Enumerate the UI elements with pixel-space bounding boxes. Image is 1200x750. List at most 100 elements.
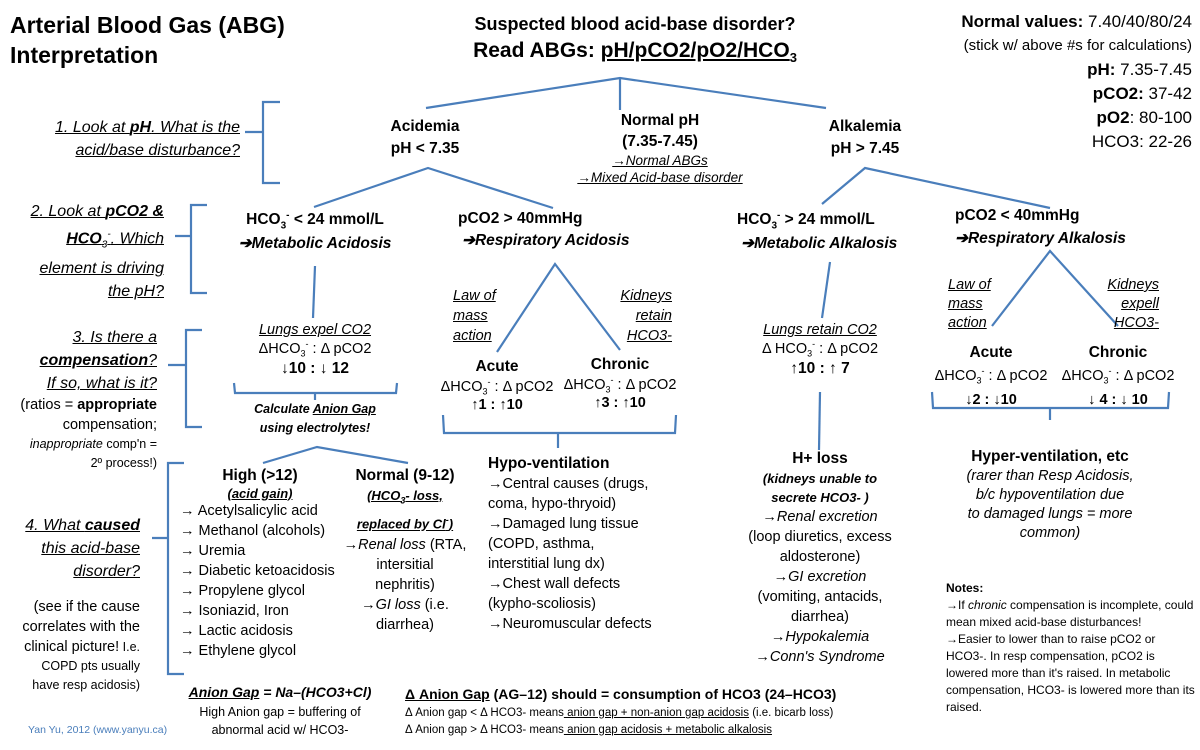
t: common) — [1019, 524, 1081, 541]
t: Law of — [948, 277, 991, 293]
list-item: → Lactic acidosis — [180, 623, 293, 640]
t: Δ Anion gap < Δ HCO3- means anion gap + … — [405, 705, 925, 722]
t: (RTA, — [425, 536, 467, 553]
step-1-line-2: acid/base disturbance? — [75, 142, 240, 159]
t: Kidneys — [620, 288, 672, 304]
t: Chronic — [1088, 344, 1148, 361]
header-question: Suspected blood acid-base disorder? — [474, 14, 796, 34]
t: pH — [129, 119, 152, 136]
range-ph: pH: 7.35-7.45 — [892, 58, 1192, 82]
t: Lungs expel CO2 — [258, 322, 372, 338]
t: (rarer than Resp Acidosis, — [966, 467, 1134, 484]
t: →GI loss (i.e. — [340, 595, 470, 615]
t: →Mixed Acid-base disorder — [577, 170, 743, 185]
t: anion gap + non-anion gap acidosis — [563, 706, 749, 719]
t: HCO3- < 24 mmol/L — [210, 210, 420, 232]
t: > 24 mmol/L — [780, 211, 875, 229]
calculate-anion-gap: Calculate Anion Gap using electrolytes! — [210, 400, 420, 438]
t: Normal (9-12) — [355, 467, 455, 484]
resp-acidosis-acute: Acute ΔHCO3- : Δ pCO2 ↑1 : ↑10 — [437, 358, 557, 415]
t: pH < 7.35 — [390, 140, 460, 157]
t: (ratios = appropriate — [0, 395, 157, 415]
t: Δ HCO3- : Δ pCO2 — [761, 339, 879, 360]
resp-alkalosis-branch-lines — [991, 249, 1119, 327]
t: comp'n = — [102, 437, 157, 451]
range-name: pO2 — [1096, 108, 1130, 127]
notes-title: Notes: — [946, 581, 984, 595]
resp-acidosis-brace — [441, 414, 678, 448]
t: = Na–(HCO3+Cl) — [259, 684, 372, 700]
t: (i.e. — [420, 596, 449, 613]
step-1: 1. Look at pH. What is the acid/base dis… — [0, 116, 240, 162]
title-line-1: Arterial Blood Gas (ABG) — [10, 12, 285, 38]
t: ΔHCO3- : Δ pCO2 — [258, 339, 372, 360]
title-line-2: Interpretation — [10, 42, 159, 68]
t: Acidemia — [390, 118, 460, 135]
met-alkalosis-connector — [820, 261, 832, 319]
t: →Renal loss (RTA, — [340, 535, 470, 555]
metabolic-alkalosis-node: HCO3- > 24 mmol/L ➔Metabolic Alkalosis — [737, 210, 937, 254]
t: →GI loss — [361, 596, 421, 613]
t: ↑1 : ↑10 — [471, 397, 523, 414]
list-item: (loop diuretics, excess — [748, 528, 892, 545]
t: Normal pH — [620, 112, 700, 129]
range-value: 37-42 — [1148, 84, 1192, 103]
list-item: → Propylene glycol — [180, 583, 305, 600]
list-item: →Conn's Syndrome — [755, 648, 885, 665]
t: 2. Look at — [30, 203, 106, 220]
step2-brace — [175, 203, 207, 295]
t: Alkalemia — [828, 118, 902, 135]
t: HCO3-. Which — [0, 223, 164, 257]
list-item: → Ethylene glycol — [180, 643, 297, 660]
t: Anion Gap — [188, 684, 260, 700]
t: replaced by Cl-) — [340, 510, 470, 534]
t: expell — [1121, 296, 1159, 312]
list-item: →Hypokalemia — [770, 628, 870, 645]
range-value: 7.35-7.45 — [1120, 60, 1192, 79]
t: replaced by Cl — [356, 516, 446, 532]
normal-values-header: Normal values: 7.40/40/80/24 — [892, 10, 1192, 34]
t: pH > 7.45 — [830, 140, 900, 157]
list-item: → Isoniazid, Iron — [180, 603, 289, 620]
step-3: 3. Is there a compensation? If so, what … — [0, 326, 157, 473]
range-po2: pO2: 80-100 — [892, 106, 1192, 130]
t: : Δ pCO2 — [308, 341, 372, 358]
t: abnormal acid w/ HCO3- — [211, 722, 349, 737]
anion-gap-formula: Anion Gap = Na–(HCO3+Cl) High Anion gap … — [180, 684, 380, 739]
hyperventilation-causes: Hyper-ventilation, etc (rarer than Resp … — [950, 448, 1150, 543]
t: COPD pts usually — [41, 659, 140, 673]
high-anion-gap-causes: → Acetylsalicylic acid → Methanol (alcoho… — [180, 501, 340, 661]
step-1-line-1: 1. Look at pH. What is the — [0, 116, 240, 139]
resp-acidosis-chronic: Chronic ΔHCO3- : Δ pCO2 ↑3 : ↑10 — [560, 356, 680, 413]
ph-branch-lines — [425, 76, 827, 110]
t: compensation? — [0, 349, 157, 372]
t: (kidneys unable to — [762, 470, 878, 486]
t: ΔHCO3- : Δ pCO2 — [934, 366, 1048, 386]
t: (AG–12) should = consumption of HCO3 (24… — [489, 686, 837, 702]
t: →Normal ABGs — [612, 153, 708, 168]
note-2: →Easier to lower than to raise pCO2 or H… — [946, 632, 1195, 714]
t: Anion Gap — [312, 402, 376, 416]
t: b/c hypoventilation due — [975, 486, 1125, 503]
t: nephritis) — [375, 576, 435, 593]
t: - — [107, 229, 111, 240]
range-hco3: HCO3: 22-26 — [892, 130, 1192, 154]
list-item: → Acetylsalicylic acid — [180, 503, 318, 520]
t: - — [445, 515, 449, 526]
acidemia-node: Acidemia pH < 7.35 — [360, 116, 490, 160]
t: Acute — [969, 344, 1013, 361]
t: . Which — [110, 230, 164, 248]
t: this acid-base — [41, 540, 140, 557]
respiratory-acidosis-node: pCO2 > 40mmHg ➔Respiratory Acidosis — [458, 210, 658, 250]
list-item: →Chest wall defects — [488, 575, 621, 592]
t: 3 — [400, 495, 406, 506]
t: 2. Look at pCO2 & — [0, 200, 164, 223]
read-prefix: Read ABGs: — [473, 38, 601, 62]
t: ΔHCO — [258, 341, 301, 358]
t: (HCO3- loss, — [340, 486, 470, 511]
t: →Renal loss — [343, 536, 426, 553]
t: - — [286, 210, 290, 221]
list-item: diarrhea) — [790, 608, 850, 625]
list-item: → Methanol (alcohols) — [180, 523, 326, 540]
